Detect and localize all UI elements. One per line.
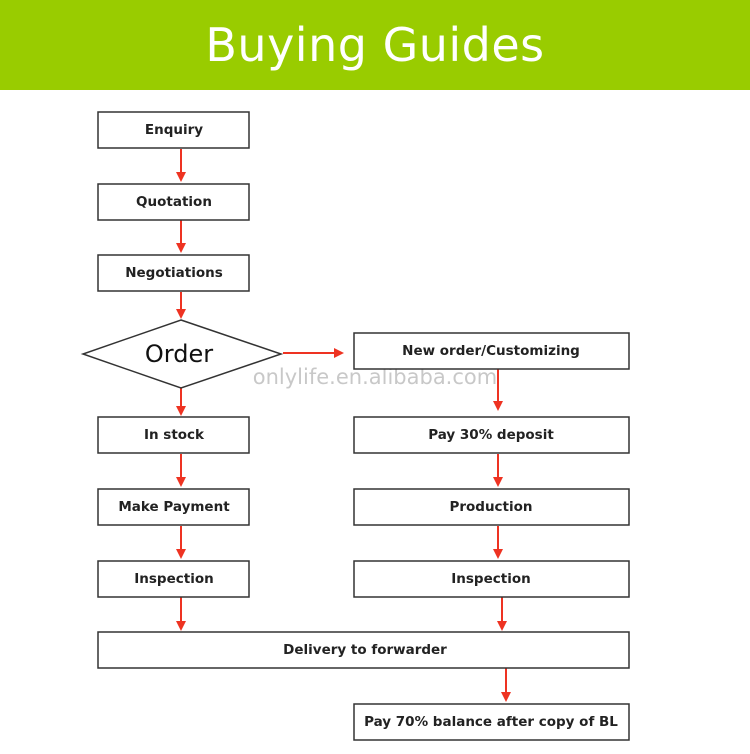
node-enquiry: Enquiry bbox=[97, 111, 250, 149]
header-banner: Buying Guides bbox=[0, 0, 750, 90]
node-in-stock-label: In stock bbox=[144, 427, 205, 443]
node-production: Production bbox=[353, 488, 630, 526]
node-pay-balance: Pay 70% balance after copy of BL bbox=[353, 703, 630, 741]
node-delivery-label: Delivery to forwarder bbox=[283, 642, 447, 658]
node-negotiations-label: Negotiations bbox=[125, 265, 223, 281]
flow-arrows bbox=[176, 149, 511, 702]
node-order-label: Order bbox=[145, 340, 213, 368]
node-enquiry-label: Enquiry bbox=[145, 122, 203, 138]
node-quotation: Quotation bbox=[97, 183, 250, 221]
node-pay-deposit-label: Pay 30% deposit bbox=[428, 427, 554, 443]
node-pay-balance-label: Pay 70% balance after copy of BL bbox=[364, 714, 618, 730]
node-production-label: Production bbox=[449, 499, 532, 515]
node-make-payment-label: Make Payment bbox=[118, 499, 230, 515]
node-new-order: New order/Customizing bbox=[353, 332, 630, 370]
node-inspection-left-label: Inspection bbox=[134, 571, 213, 587]
node-inspection-right-label: Inspection bbox=[451, 571, 530, 587]
node-order: Order bbox=[80, 319, 284, 389]
node-negotiations: Negotiations bbox=[97, 254, 250, 292]
node-make-payment: Make Payment bbox=[97, 488, 250, 526]
node-inspection-left: Inspection bbox=[97, 560, 250, 598]
node-delivery: Delivery to forwarder bbox=[97, 631, 630, 669]
node-in-stock: In stock bbox=[97, 416, 250, 454]
node-pay-deposit: Pay 30% deposit bbox=[353, 416, 630, 454]
node-new-order-label: New order/Customizing bbox=[402, 343, 580, 359]
page-title: Buying Guides bbox=[205, 18, 545, 72]
node-inspection-right: Inspection bbox=[353, 560, 630, 598]
node-quotation-label: Quotation bbox=[136, 194, 212, 210]
